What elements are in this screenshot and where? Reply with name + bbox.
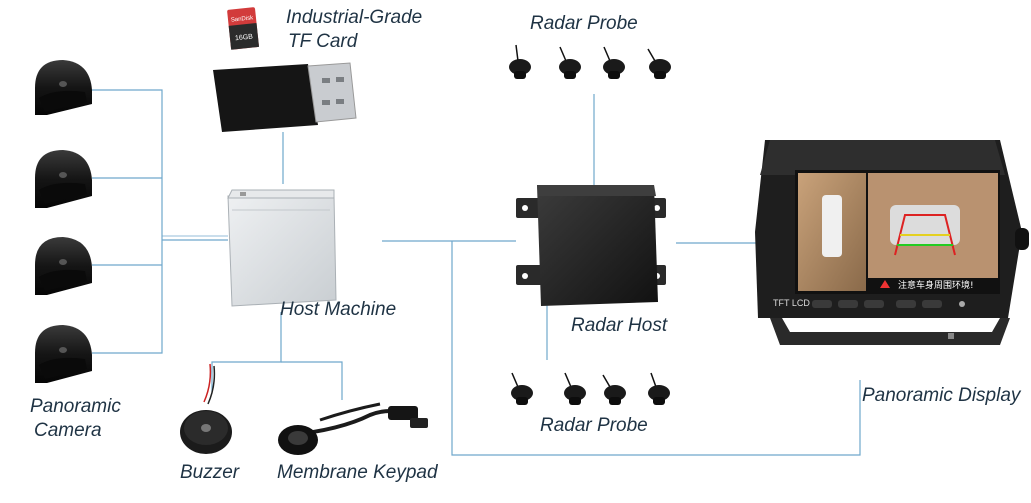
label-radar-probe-bottom: Radar Probe [540, 415, 648, 436]
sd-capacity-text: 16GB [235, 33, 254, 42]
label-panoramic-camera-line1: Panoramic [30, 396, 121, 417]
panoramic-camera-3 [35, 237, 92, 295]
label-buzzer: Buzzer [180, 462, 240, 483]
label-radar-host: Radar Host [571, 315, 668, 336]
label-tf-card: Industrial-Grade TF Card [286, 6, 422, 54]
panoramic-camera-4 [35, 325, 92, 383]
line-camera-4 [92, 240, 163, 354]
radar-probe [559, 46, 581, 79]
label-membrane-keypad: Membrane Keypad [277, 462, 438, 483]
panoramic-cameras [35, 60, 92, 383]
radar-probes-bottom [511, 372, 670, 405]
radar-probe [647, 48, 671, 79]
line-host-to-buzzer-keypad [211, 312, 282, 392]
host-machine [227, 189, 337, 307]
panoramic-display: 注意车身周围环境! TFT LCD [755, 140, 1029, 345]
radar-probe [509, 44, 531, 79]
monitor-brand-text: TFT LCD [773, 298, 810, 308]
line-camera-1 [92, 89, 163, 240]
line-host-to-display [451, 241, 861, 456]
radar-probe [511, 372, 533, 405]
radar-host [516, 185, 666, 306]
connector-lines [92, 89, 861, 456]
label-radar-probe-top: Radar Probe [530, 13, 638, 34]
radar-probe [602, 374, 626, 405]
label-tf-card-line1: Industrial-Grade [286, 7, 423, 28]
sd-brand-text: SanDisk [231, 15, 255, 23]
panoramic-camera-2 [35, 150, 92, 208]
membrane-keypad [278, 402, 428, 455]
label-tf-card-line2: TF Card [288, 31, 358, 52]
monitor-warning-text: 注意车身周围环境! [898, 279, 974, 291]
label-panoramic-camera: Panoramic Camera [30, 395, 121, 443]
label-panoramic-camera-line2: Camera [34, 420, 102, 441]
label-panoramic-display: Panoramic Display [862, 385, 1021, 406]
radar-probes-top [509, 44, 671, 79]
radar-probe [564, 372, 586, 405]
radar-probe [603, 46, 625, 79]
buzzer [180, 363, 232, 454]
radar-probe [648, 372, 670, 405]
panoramic-camera-1 [35, 60, 92, 115]
usb-card-reader [213, 62, 357, 132]
label-host-machine: Host Machine [280, 299, 397, 320]
tf-card: SanDisk 16GB [227, 7, 260, 50]
